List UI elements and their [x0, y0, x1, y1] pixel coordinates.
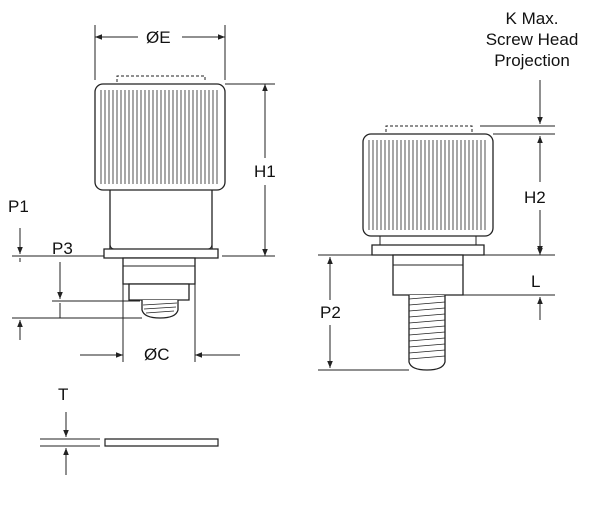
k-note-line-2: Screw Head — [485, 30, 579, 49]
k-note-line-1: K Max. — [505, 9, 559, 28]
thread-line — [409, 314, 445, 317]
thread-line — [409, 326, 445, 329]
dim-label-h1: H1 — [254, 162, 276, 181]
right-head-projection — [386, 126, 472, 132]
right-knurled-head — [363, 134, 493, 236]
right-dimensions — [318, 80, 555, 370]
right-screw — [363, 126, 493, 370]
thread-line — [409, 302, 445, 305]
thread-line — [409, 308, 445, 311]
thread-line — [409, 338, 445, 341]
k-max-note: K Max. Screw Head Projection — [462, 8, 600, 71]
thread-line — [409, 356, 445, 359]
k-note-line-3: Projection — [494, 51, 570, 70]
left-ferrule — [123, 258, 195, 284]
dim-label-diameter-c: ØC — [144, 345, 170, 364]
dim-label-p2: P2 — [320, 303, 341, 322]
left-screw-assembly — [95, 76, 225, 318]
dim-label-l: L — [531, 272, 541, 291]
dim-label-h2: H2 — [524, 188, 546, 207]
left-shank — [110, 190, 212, 250]
thread-line — [409, 332, 445, 335]
left-flange — [104, 249, 218, 258]
right-knurl-lines — [369, 140, 485, 230]
left-knurl-lines — [101, 90, 217, 184]
thread-line — [409, 320, 445, 323]
dim-label-p3: P3 — [52, 239, 73, 258]
left-lower-ferrule — [129, 284, 189, 300]
right-flange — [372, 245, 484, 255]
panel-plate — [105, 439, 218, 446]
panel-section — [40, 412, 218, 475]
left-knurled-head — [95, 84, 225, 190]
dim-label-p1: P1 — [8, 197, 29, 216]
right-shoulder — [393, 255, 463, 295]
thread-line — [409, 296, 445, 299]
left-head-projection — [117, 76, 205, 82]
left-dimensions — [12, 25, 275, 362]
dim-label-t: T — [58, 385, 69, 404]
thread-line — [409, 350, 445, 353]
thread-line — [409, 344, 445, 347]
dim-label-diameter-e: ØE — [146, 28, 171, 47]
right-thread — [409, 295, 445, 370]
